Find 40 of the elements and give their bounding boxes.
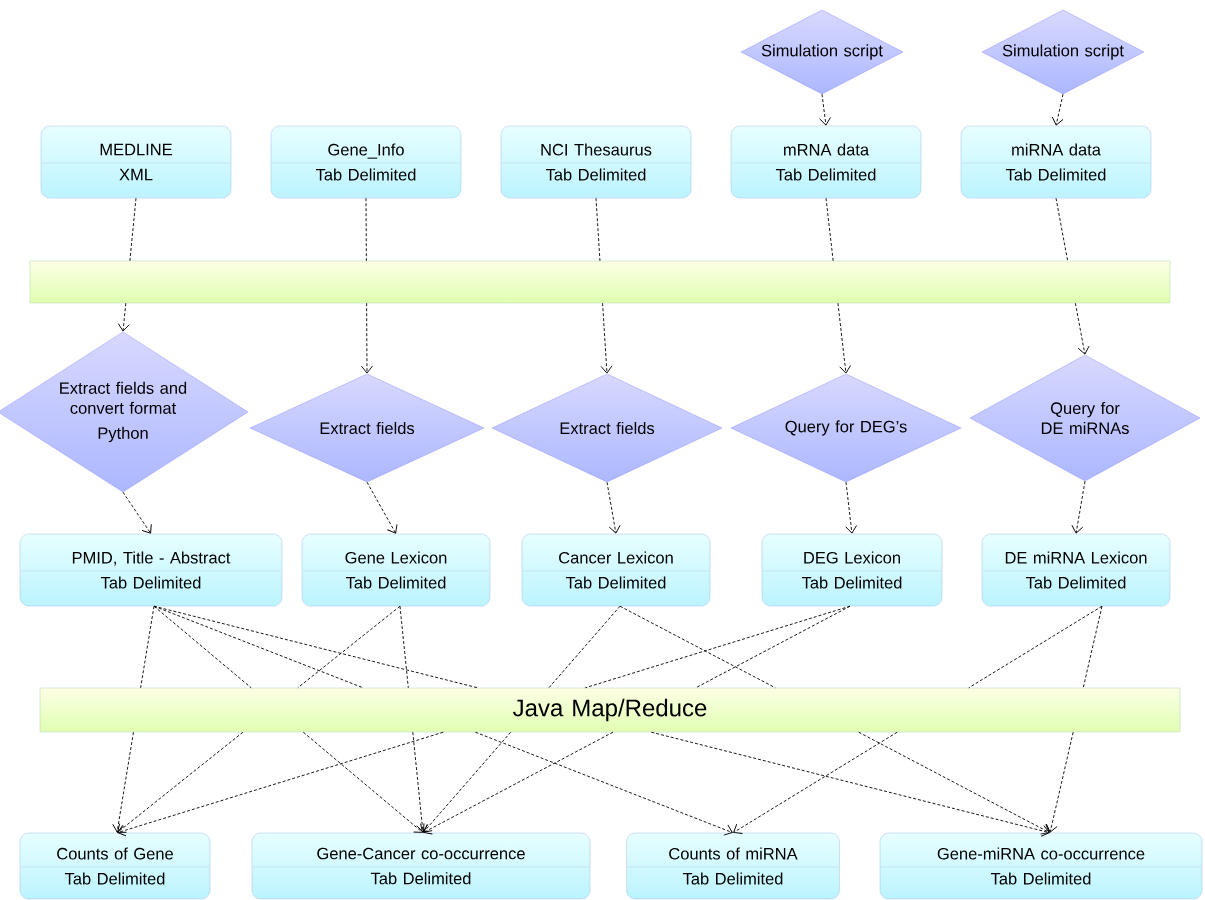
data-box: Cancer Lexicon Tab Delimited <box>521 533 711 607</box>
arrow <box>606 481 621 534</box>
arrow <box>112 731 134 833</box>
data-box: MEDLINE XML <box>40 125 232 199</box>
arrow <box>1074 302 1090 355</box>
data-box: DE miRNA Lexicon Tab Delimited <box>981 533 1171 607</box>
data-box: miRNA data Tab Delimited <box>960 125 1152 199</box>
process-band <box>29 260 1171 304</box>
data-box: mRNA data Tab Delimited <box>730 125 922 199</box>
arrow <box>1071 480 1086 534</box>
arrow <box>1045 731 1074 833</box>
data-box: NCI Thesaurus Tab Delimited <box>500 125 692 199</box>
data-box: DEG Lexicon Tab Delimited <box>761 533 943 607</box>
arrow <box>122 491 152 534</box>
arrow <box>474 731 733 836</box>
process-band: Java Map/Reduce <box>39 687 1181 733</box>
arrow <box>858 731 1050 835</box>
data-box: Counts of Gene Tab Delimited <box>19 832 211 900</box>
arrow <box>837 302 852 374</box>
arrow <box>412 731 429 833</box>
arrow <box>423 731 512 833</box>
arrow <box>423 731 614 835</box>
data-box: Gene-miRNA co-occurrence Tab Delimited <box>879 832 1203 900</box>
data-box: Gene Lexicon Tab Delimited <box>301 533 491 607</box>
arrow <box>117 731 444 837</box>
arrow <box>302 731 423 833</box>
data-box: Counts of miRNA Tab Delimited <box>626 832 840 900</box>
data-box: PMID, Title - Abstract Tab Delimited <box>19 533 283 607</box>
arrow <box>733 731 898 834</box>
arrow <box>650 731 1050 837</box>
arrow <box>117 731 244 833</box>
arrow <box>845 481 858 534</box>
arrow <box>819 93 831 126</box>
arrow <box>1051 93 1064 126</box>
arrow <box>366 481 398 534</box>
arrow <box>361 302 373 374</box>
arrow <box>117 302 130 332</box>
arrow <box>600 302 613 374</box>
data-box: Gene_Info Tab Delimited <box>270 125 462 199</box>
data-box: Gene-Cancer co-occurrence Tab Delimited <box>251 832 591 900</box>
